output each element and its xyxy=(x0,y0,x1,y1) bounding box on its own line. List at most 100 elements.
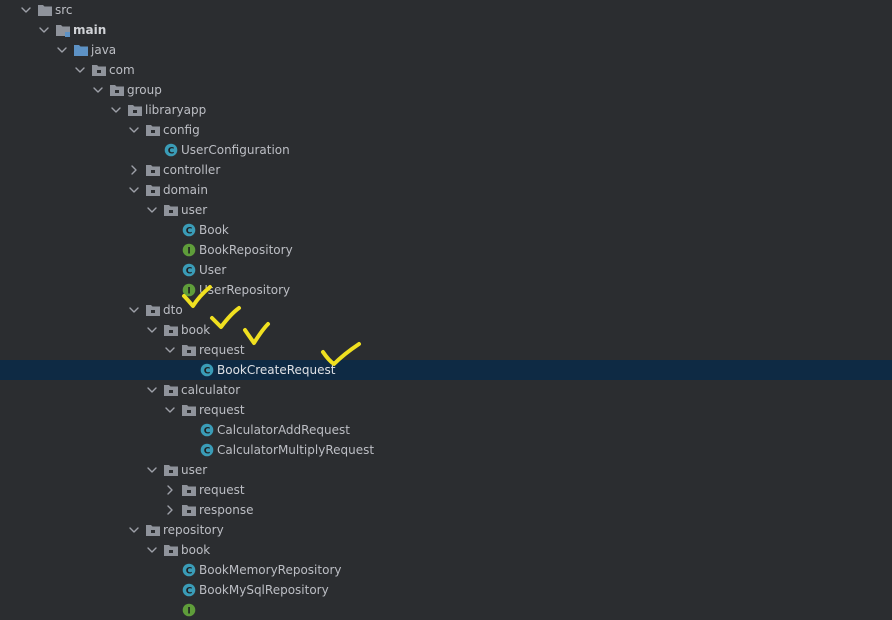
tree-item-label: controller xyxy=(163,163,221,177)
tree-item-com[interactable]: com xyxy=(0,60,892,80)
tree-item-src[interactable]: src xyxy=(0,0,892,20)
package-icon xyxy=(145,162,161,178)
svg-text:C: C xyxy=(186,266,193,276)
tree-item-calculator[interactable]: calculator xyxy=(0,380,892,400)
chevron-down-icon[interactable] xyxy=(128,523,140,537)
chevron-down-icon[interactable] xyxy=(110,103,122,117)
chevron-down-icon[interactable] xyxy=(146,203,158,217)
tree-item-domain[interactable]: domain xyxy=(0,180,892,200)
package-icon xyxy=(91,62,107,78)
tree-item-response[interactable]: response xyxy=(0,500,892,520)
chevron-down-icon[interactable] xyxy=(128,183,140,197)
tree-item-label: CalculatorMultiplyRequest xyxy=(217,443,375,457)
chevron-right-icon[interactable] xyxy=(164,503,176,517)
tree-item-main[interactable]: main xyxy=(0,20,892,40)
tree-item-label: calculator xyxy=(181,383,241,397)
tree-item-label: java xyxy=(91,43,117,57)
chevron-down-icon[interactable] xyxy=(128,123,140,137)
tree-item-user[interactable]: user xyxy=(0,460,892,480)
interface-icon: I xyxy=(181,282,197,298)
svg-text:I: I xyxy=(187,246,190,256)
tree-item-request[interactable]: request xyxy=(0,480,892,500)
chevron-down-icon[interactable] xyxy=(164,403,176,417)
chevron-down-icon[interactable] xyxy=(164,343,176,357)
tree-item-label: BookCreateRequest xyxy=(217,363,336,377)
interface-icon: I xyxy=(181,602,197,618)
package-icon xyxy=(181,342,197,358)
tree-item-label: response xyxy=(199,503,254,517)
tree-item-label: config xyxy=(163,123,200,137)
tree-item-user[interactable]: C User xyxy=(0,260,892,280)
module-folder-icon xyxy=(55,22,71,38)
tree-item-label: src xyxy=(55,3,73,17)
tree-item-config[interactable]: config xyxy=(0,120,892,140)
tree-item-label: libraryapp xyxy=(145,103,207,117)
svg-text:C: C xyxy=(186,566,193,576)
tree-item-request[interactable]: request xyxy=(0,340,892,360)
tree-item-bookcreaterequest[interactable]: C BookCreateRequest xyxy=(0,360,892,380)
tree-item-repository[interactable]: repository xyxy=(0,520,892,540)
tree-item-user[interactable]: user xyxy=(0,200,892,220)
chevron-down-icon[interactable] xyxy=(20,3,32,17)
package-icon xyxy=(163,462,179,478)
tree-item-dto[interactable]: dto xyxy=(0,300,892,320)
tree-item-request[interactable]: request xyxy=(0,400,892,420)
tree-item-calculatoraddrequest[interactable]: C CalculatorAddRequest xyxy=(0,420,892,440)
interface-icon: I xyxy=(181,242,197,258)
svg-text:C: C xyxy=(204,366,211,376)
package-icon xyxy=(109,82,125,98)
class-icon: C xyxy=(163,142,179,158)
chevron-down-icon[interactable] xyxy=(146,383,158,397)
tree-item-controller[interactable]: controller xyxy=(0,160,892,180)
svg-text:I: I xyxy=(187,286,190,296)
package-icon xyxy=(181,482,197,498)
tree-item-label: domain xyxy=(163,183,208,197)
package-icon xyxy=(163,322,179,338)
tree-item-label: book xyxy=(181,543,211,557)
chevron-down-icon[interactable] xyxy=(146,463,158,477)
chevron-right-icon[interactable] xyxy=(128,163,140,177)
folder-icon xyxy=(37,2,53,18)
tree-item-userconfiguration[interactable]: C UserConfiguration xyxy=(0,140,892,160)
class-icon: C xyxy=(181,582,197,598)
tree-item-label: repository xyxy=(163,523,224,537)
package-icon xyxy=(163,202,179,218)
chevron-down-icon[interactable] xyxy=(146,323,158,337)
tree-item-java[interactable]: java xyxy=(0,40,892,60)
package-icon xyxy=(181,402,197,418)
chevron-down-icon[interactable] xyxy=(56,43,68,57)
tree-item-label: request xyxy=(199,403,245,417)
tree-item-label: UserConfiguration xyxy=(181,143,290,157)
class-icon: C xyxy=(199,422,215,438)
tree-item-libraryapp[interactable]: libraryapp xyxy=(0,100,892,120)
chevron-down-icon[interactable] xyxy=(146,543,158,557)
tree-item-partial[interactable]: I xyxy=(0,600,892,620)
chevron-down-icon[interactable] xyxy=(128,303,140,317)
tree-item-label: book xyxy=(181,323,211,337)
chevron-down-icon[interactable] xyxy=(74,63,86,77)
tree-item-label: User xyxy=(199,263,227,277)
source-folder-icon xyxy=(73,42,89,58)
chevron-right-icon[interactable] xyxy=(164,483,176,497)
tree-item-label: Book xyxy=(199,223,229,237)
chevron-down-icon[interactable] xyxy=(38,23,50,37)
svg-text:C: C xyxy=(204,426,211,436)
tree-item-label: com xyxy=(109,63,135,77)
tree-item-book[interactable]: book xyxy=(0,320,892,340)
svg-text:I: I xyxy=(187,606,190,616)
tree-item-book[interactable]: book xyxy=(0,540,892,560)
tree-item-label: CalculatorAddRequest xyxy=(217,423,350,437)
package-icon xyxy=(163,542,179,558)
tree-item-label: request xyxy=(199,343,245,357)
svg-text:C: C xyxy=(168,146,175,156)
tree-item-group[interactable]: group xyxy=(0,80,892,100)
chevron-down-icon[interactable] xyxy=(92,83,104,97)
svg-text:C: C xyxy=(186,586,193,596)
